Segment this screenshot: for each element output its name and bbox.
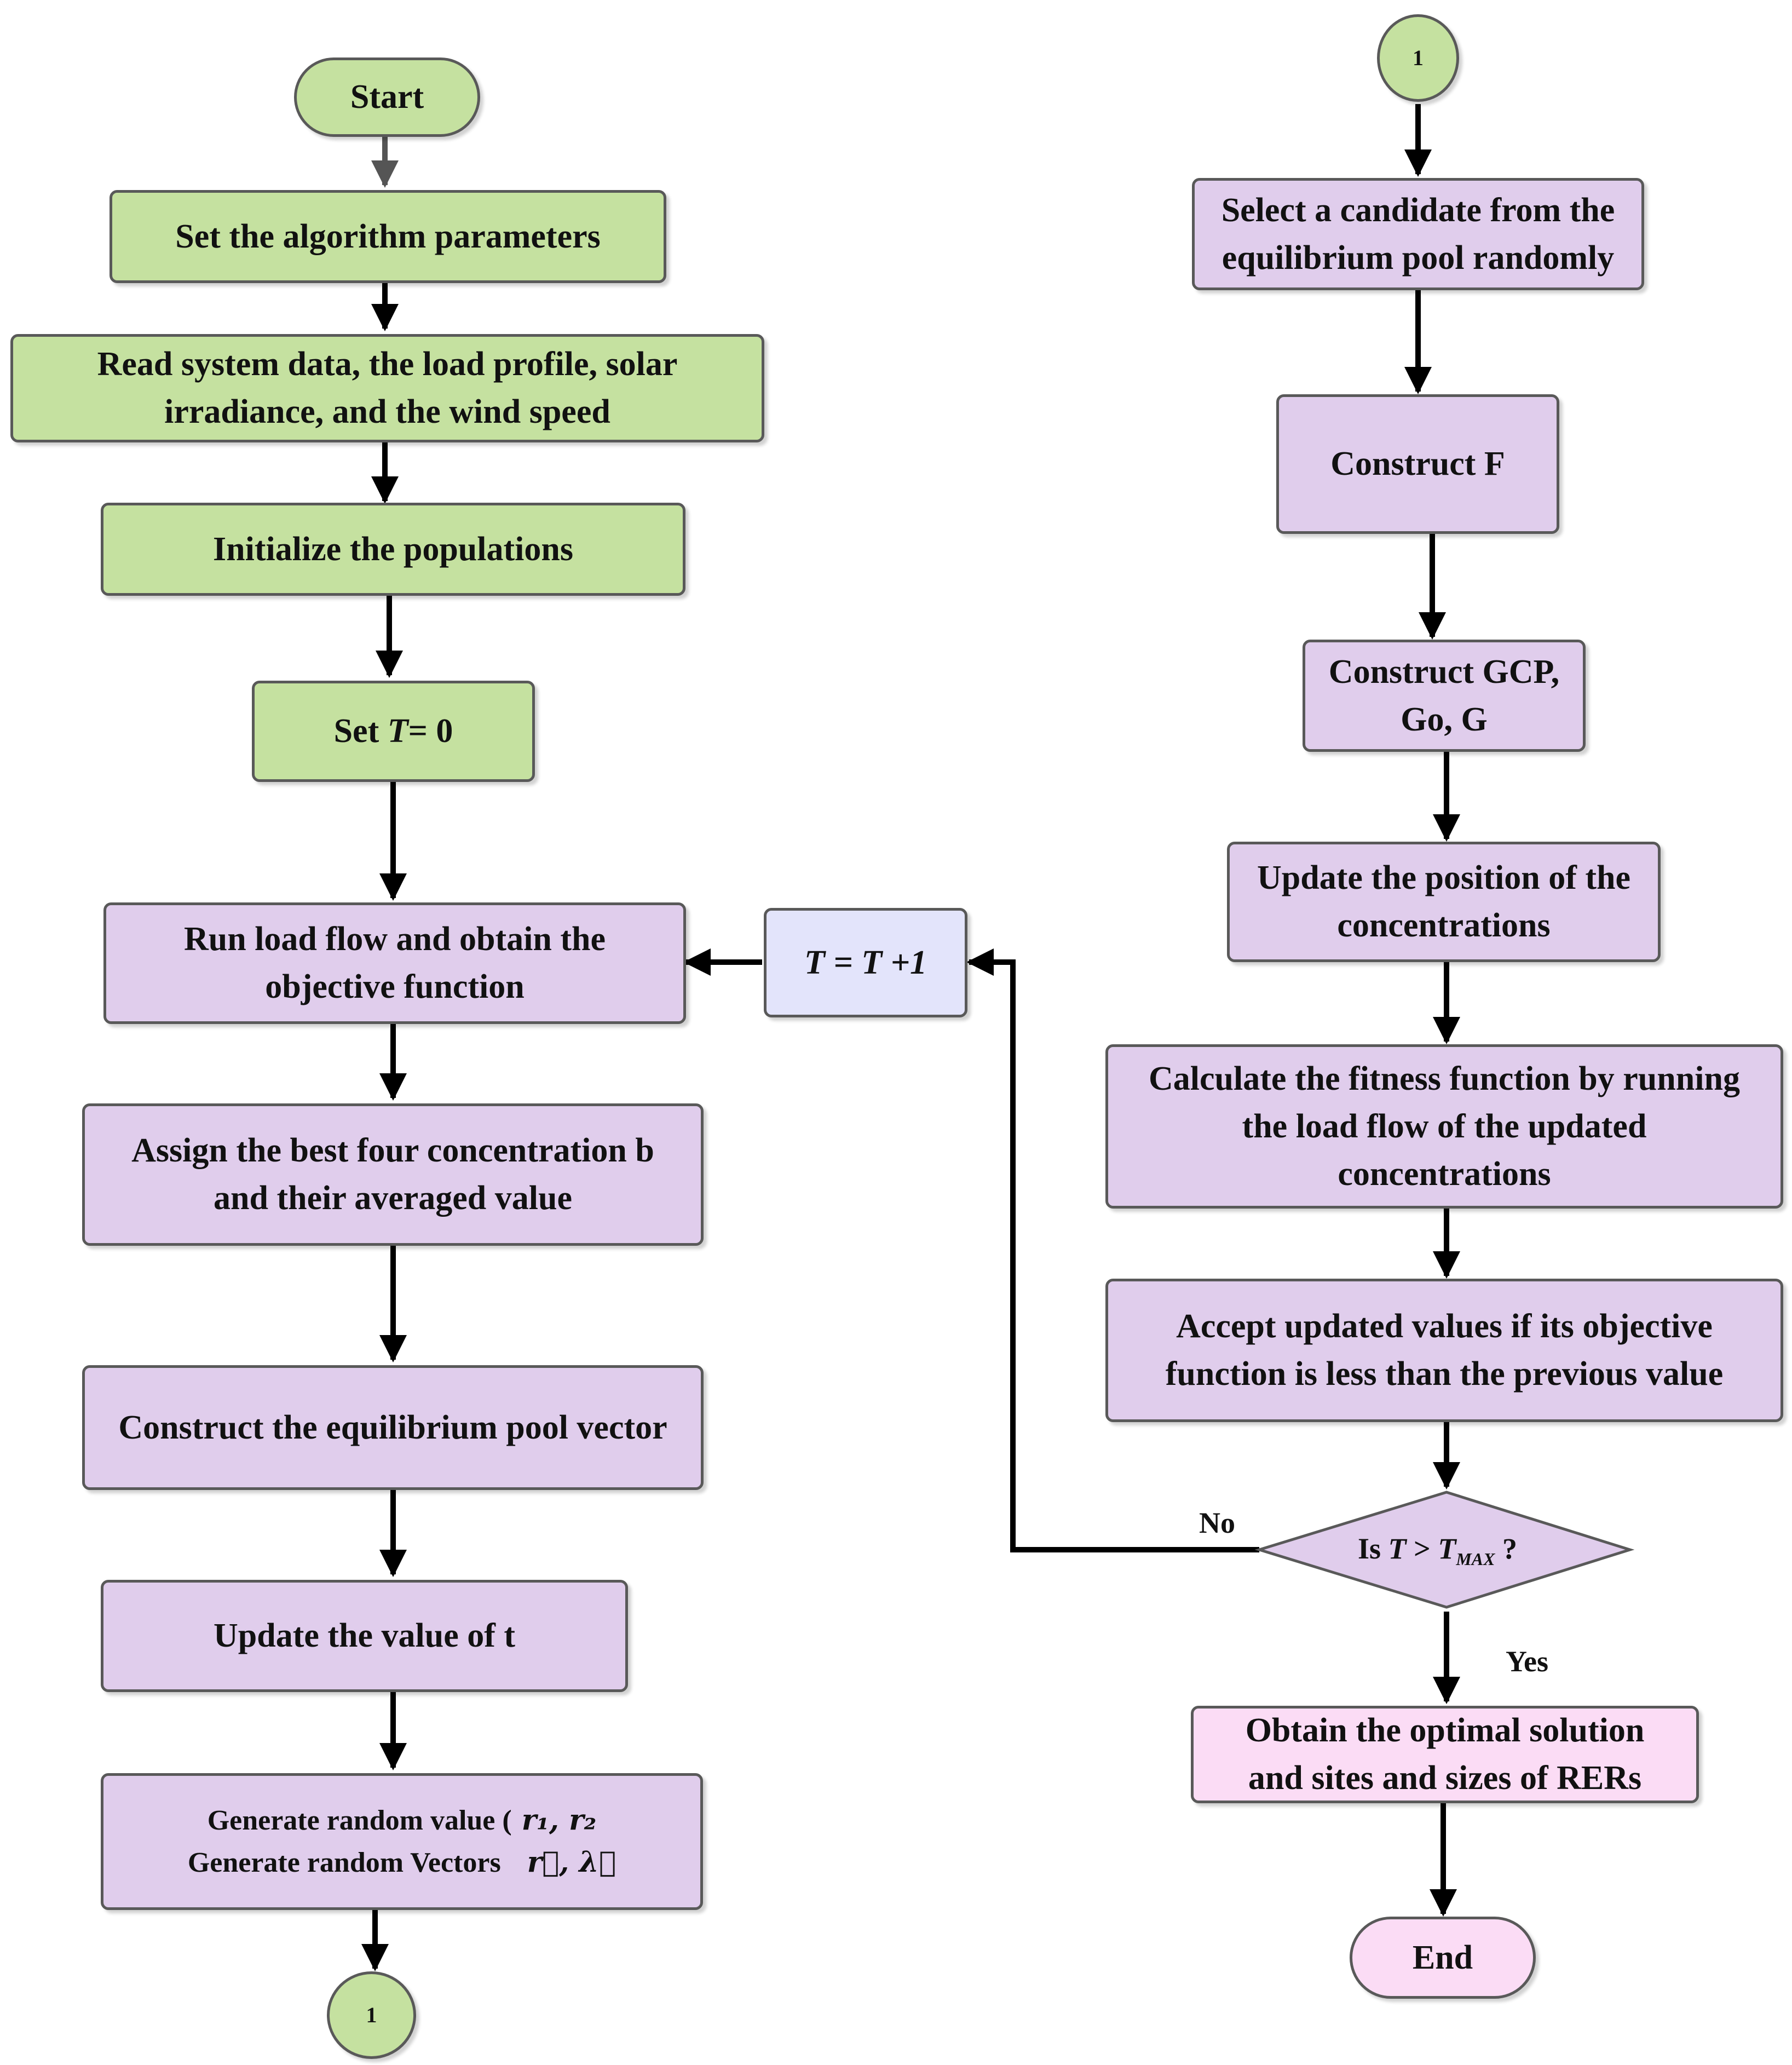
select-candidate-line-2: equilibrium pool randomly <box>1221 239 1615 277</box>
no-label: No <box>1199 1506 1235 1539</box>
construct-pool-label: Construct the equilibrium pool vector <box>118 1408 667 1446</box>
set-t-label: Set T= 0 <box>333 712 453 750</box>
construct-gcp-step: Construct GCP, Go, G <box>1303 640 1586 752</box>
generate-line-1: Generate random value (r₁, r₂ <box>207 1803 597 1837</box>
start-label: Start <box>350 78 424 116</box>
calculate-fitness-line-3: concentrations <box>1338 1155 1551 1193</box>
end-terminal: End <box>1350 1917 1536 1999</box>
obtain-optimal-step: Obtain the optimal solution and sites an… <box>1191 1706 1699 1803</box>
yes-label: Yes <box>1506 1645 1548 1678</box>
construct-f-label: Construct F <box>1330 445 1505 482</box>
update-t-label: Update the value of t <box>213 1617 516 1654</box>
connector-1-top: 1 <box>1377 14 1459 102</box>
select-candidate-step: Select a candidate from the equilibrium … <box>1192 178 1644 290</box>
increment-t-label: T = T +1 <box>804 944 927 981</box>
r1-r2-math: r₁, r₂ <box>521 1803 597 1837</box>
accept-values-step: Accept updated values if its objective f… <box>1105 1279 1783 1422</box>
calculate-fitness-step: Calculate the fitness function by runnin… <box>1105 1044 1783 1209</box>
start-terminal: Start <box>294 57 480 137</box>
connector-1-bottom: 1 <box>327 1971 416 2059</box>
accept-values-line-2: function is less than the previous value <box>1165 1355 1724 1393</box>
calculate-fitness-line-2: the load flow of the updated <box>1242 1107 1647 1145</box>
initialize-populations-step: Initialize the populations <box>101 503 685 596</box>
update-t-step: Update the value of t <box>101 1580 628 1692</box>
update-position-line-2: concentrations <box>1337 907 1551 944</box>
assign-best-step: Assign the best four concentration b and… <box>82 1103 704 1246</box>
construct-f-step: Construct F <box>1276 394 1559 534</box>
read-data-line-1: Read system data, the load profile, sola… <box>97 346 678 383</box>
construct-gcp-line-2: Go, G <box>1401 700 1488 738</box>
generate-random-step: Generate random value (r₁, r₂ Generate r… <box>101 1773 703 1910</box>
select-candidate-line-1: Select a candidate from the <box>1221 191 1615 229</box>
set-parameters-step: Set the algorithm parameters <box>110 190 666 283</box>
assign-best-line-1: Assign the best four concentration b <box>131 1132 654 1169</box>
set-parameters-label: Set the algorithm parameters <box>175 217 601 255</box>
end-label: End <box>1412 1939 1473 1976</box>
increment-t-step: T = T +1 <box>764 908 967 1017</box>
connector-1-bottom-label: 1 <box>366 2003 377 2027</box>
decision-diamond <box>1254 1491 1635 1609</box>
update-position-line-1: Update the position of the <box>1257 859 1631 896</box>
read-data-step: Read system data, the load profile, sola… <box>10 334 764 442</box>
construct-pool-step: Construct the equilibrium pool vector <box>82 1365 704 1490</box>
obtain-optimal-line-2: and sites and sizes of RERs <box>1248 1759 1642 1797</box>
run-load-flow-line-2: objective function <box>265 968 525 1005</box>
initialize-populations-label: Initialize the populations <box>213 530 573 568</box>
assign-best-line-2: and their averaged value <box>214 1180 572 1217</box>
obtain-optimal-line-1: Obtain the optimal solution <box>1245 1712 1645 1749</box>
arrow-decision-no-loop <box>966 948 1259 1552</box>
read-data-line-2: irradiance, and the wind speed <box>164 393 610 430</box>
decision-label: Is T > TMAX ? <box>1358 1532 1517 1569</box>
set-t-step: Set T= 0 <box>252 681 535 782</box>
connector-1-top-label: 1 <box>1413 45 1424 70</box>
calculate-fitness-line-1: Calculate the fitness function by runnin… <box>1149 1060 1740 1097</box>
construct-gcp-line-1: Construct GCP, <box>1328 653 1560 691</box>
run-load-flow-step: Run load flow and obtain the objective f… <box>103 902 686 1024</box>
accept-values-line-1: Accept updated values if its objective <box>1176 1308 1713 1345</box>
vectors-math: r⃗, λ⃗ <box>527 1845 616 1879</box>
run-load-flow-line-1: Run load flow and obtain the <box>183 921 606 958</box>
update-position-step: Update the position of the concentration… <box>1227 842 1661 962</box>
